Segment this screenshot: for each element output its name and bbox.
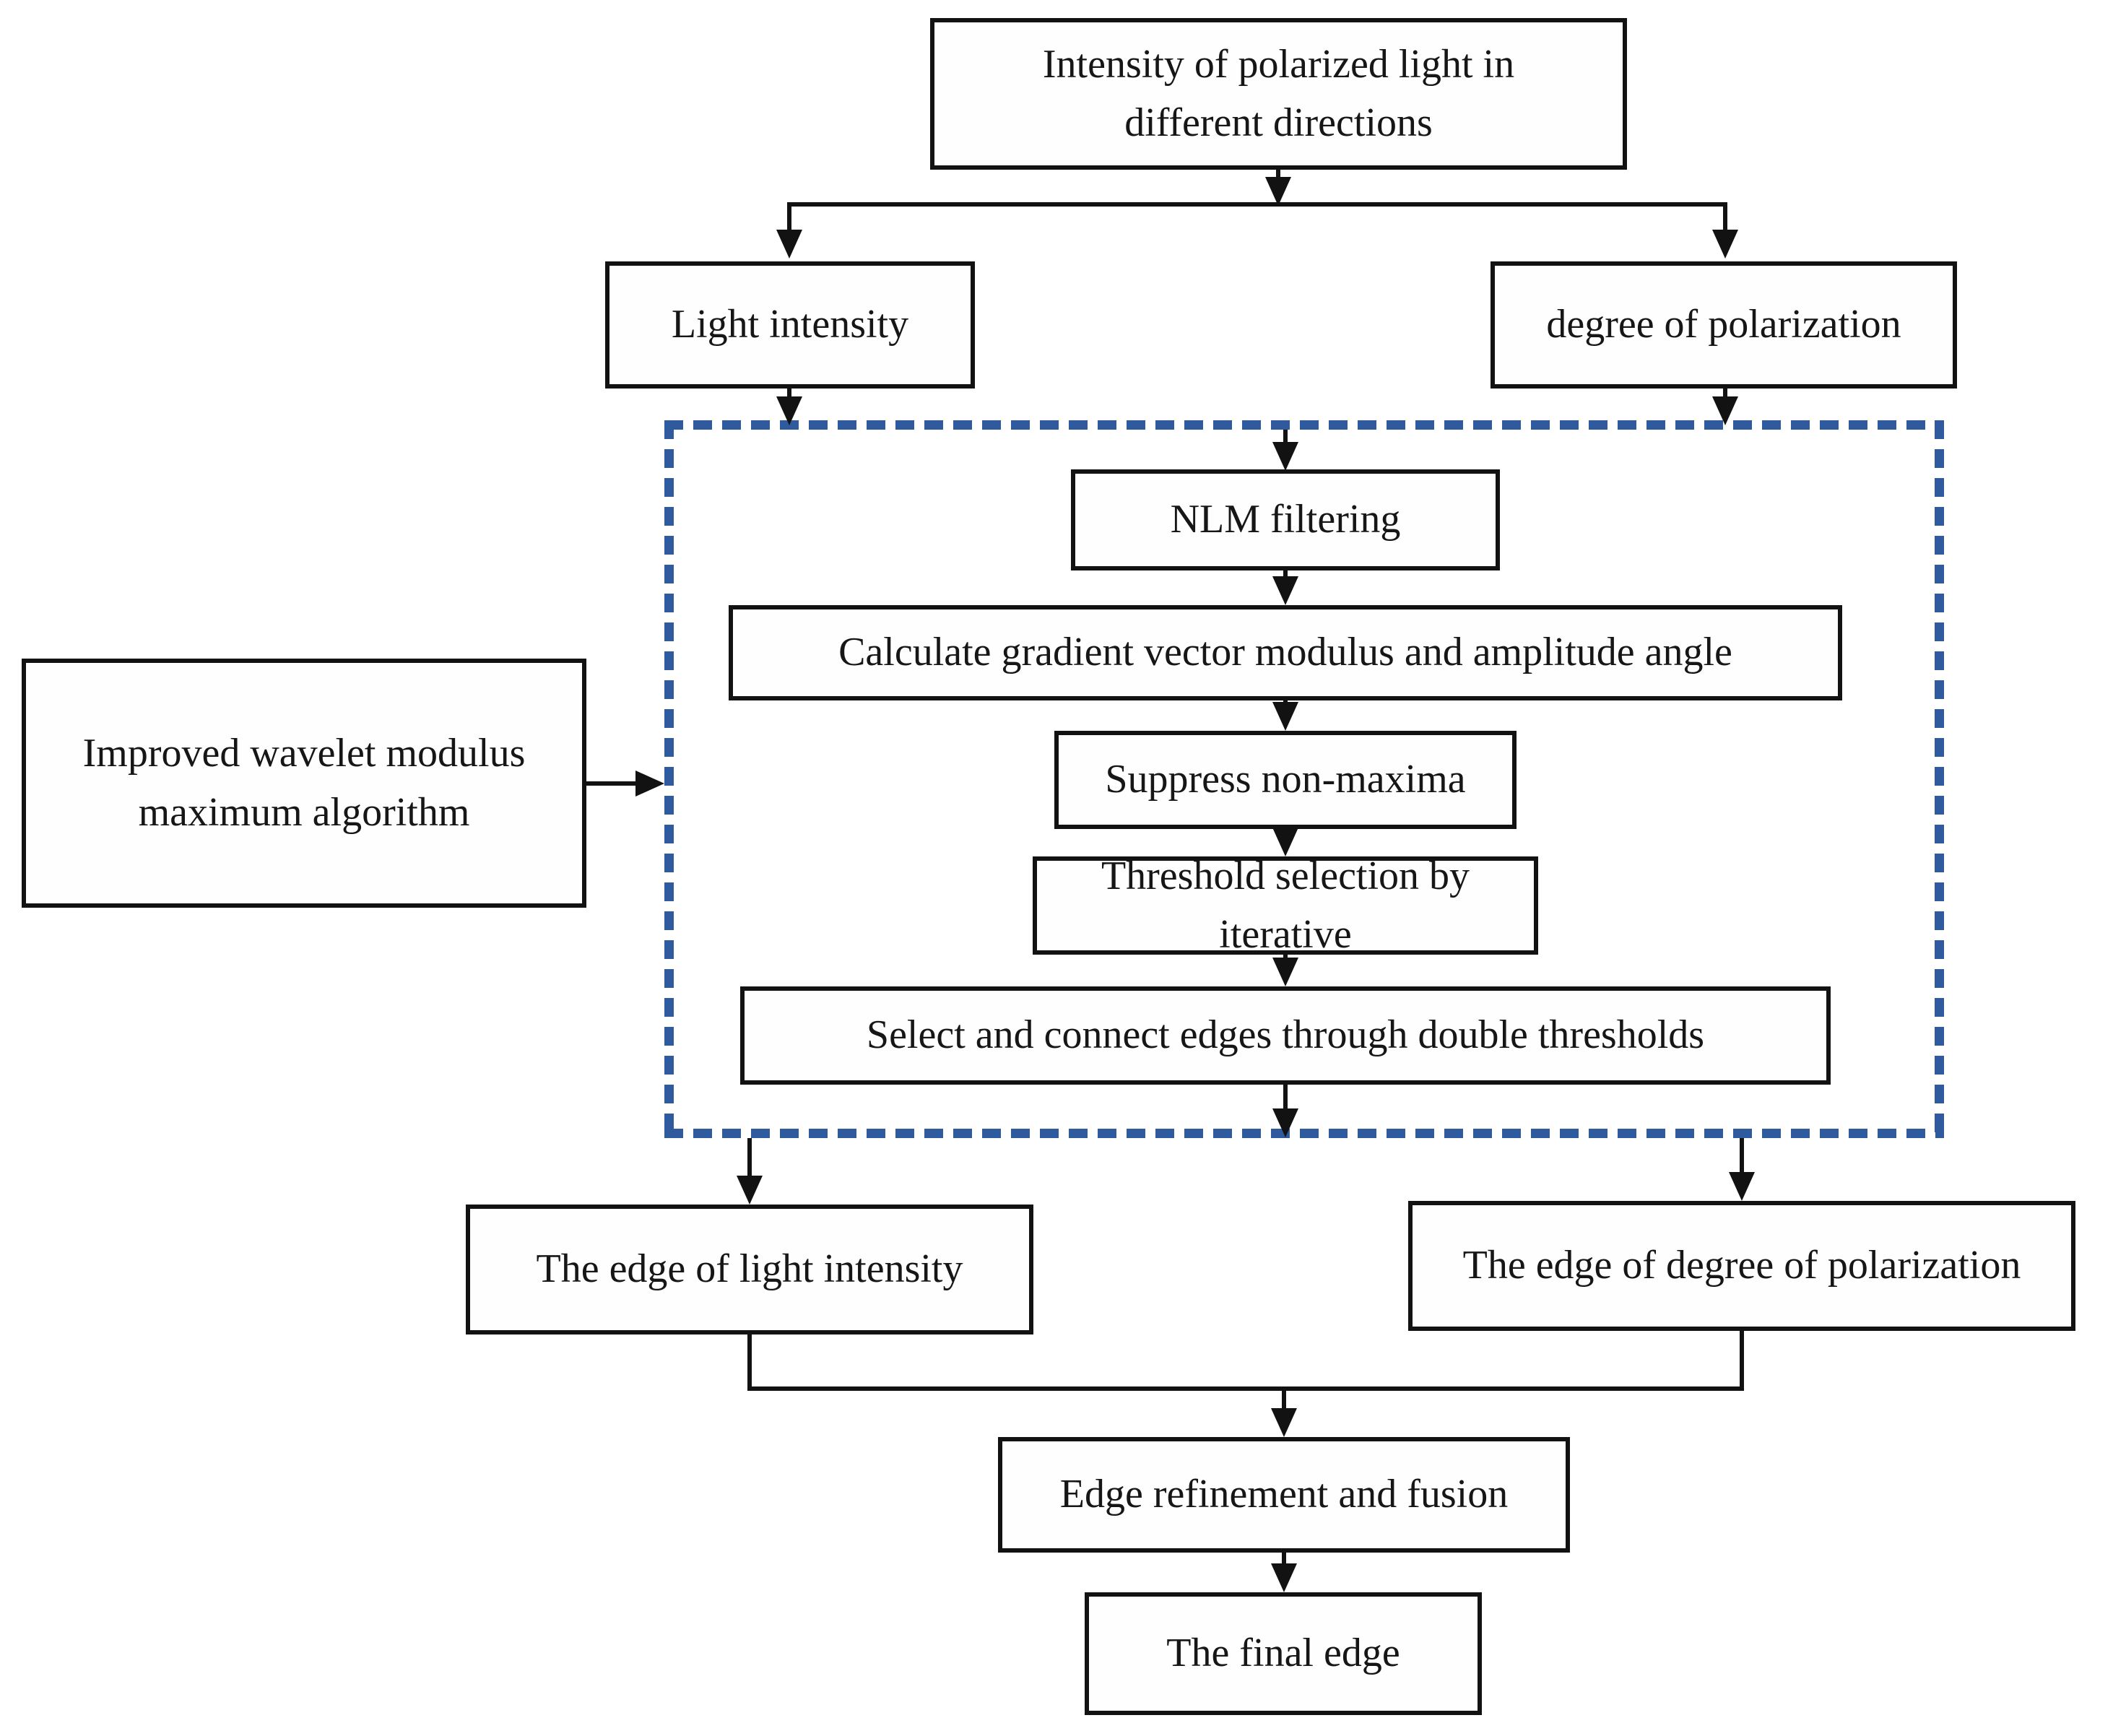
node-threshold-iterative: Threshold selection by iterative bbox=[1033, 854, 1538, 957]
connector-group-to-edge-degree bbox=[1740, 1138, 1744, 1173]
arrow-down-icon bbox=[1265, 177, 1291, 206]
arrow-down-icon bbox=[1272, 442, 1298, 471]
dashed-group-top-edge bbox=[664, 420, 1944, 430]
connector-split-to-degree bbox=[1723, 202, 1727, 233]
arrow-down-icon bbox=[1272, 1108, 1298, 1137]
arrow-down-icon bbox=[1712, 396, 1738, 425]
dashed-group-bottom-edge bbox=[664, 1129, 1944, 1138]
connector-split-to-light bbox=[787, 202, 791, 233]
connector-split-line bbox=[787, 202, 1727, 207]
node-improved-wavelet: Improved wavelet modulus maximum algorit… bbox=[22, 659, 586, 908]
arrow-down-icon bbox=[1271, 1408, 1297, 1437]
node-degree-polarization: degree of polarization bbox=[1491, 261, 1957, 389]
dashed-group-right-edge bbox=[1935, 420, 1944, 1138]
arrow-down-icon bbox=[737, 1176, 763, 1205]
dashed-group-left-edge bbox=[664, 420, 674, 1138]
node-final-edge: The final edge bbox=[1085, 1592, 1482, 1715]
arrow-down-icon bbox=[1272, 702, 1298, 731]
arrow-down-icon bbox=[776, 396, 802, 425]
connector-wavelet-to-group bbox=[586, 781, 638, 786]
connector-degree-to-group bbox=[1723, 389, 1727, 399]
arrow-down-icon bbox=[1729, 1172, 1755, 1201]
connector-refine-to-final bbox=[1282, 1553, 1286, 1566]
node-edge-light-intensity: The edge of light intensity bbox=[466, 1205, 1033, 1334]
node-edge-refinement-fusion: Edge refinement and fusion bbox=[998, 1437, 1570, 1553]
node-calc-gradient: Calculate gradient vector modulus and am… bbox=[729, 605, 1842, 700]
connector-top-to-split bbox=[1276, 170, 1280, 181]
connector-merge-line bbox=[747, 1386, 1744, 1391]
connector-edge-degree-elbow bbox=[1740, 1331, 1744, 1391]
connector-nlm-to-calc bbox=[1283, 570, 1288, 579]
node-light-intensity: Light intensity bbox=[605, 261, 975, 389]
arrow-right-icon bbox=[635, 771, 664, 797]
connector-group-to-nlm bbox=[1283, 430, 1288, 446]
node-edge-degree-polarization: The edge of degree of polarization bbox=[1408, 1201, 2075, 1331]
arrow-down-icon bbox=[776, 230, 802, 259]
node-suppress-nonmaxima: Suppress non-maxima bbox=[1054, 731, 1517, 829]
node-intensity-input: Intensity of polarized light in differen… bbox=[930, 18, 1627, 170]
arrow-down-icon bbox=[1712, 230, 1738, 259]
arrow-down-icon bbox=[1272, 958, 1298, 986]
arrow-down-icon bbox=[1272, 828, 1298, 856]
connector-merge-to-refine bbox=[1282, 1386, 1286, 1410]
connector-light-to-group bbox=[787, 389, 791, 399]
node-nlm-filtering: NLM filtering bbox=[1071, 469, 1500, 570]
connector-edge-light-elbow bbox=[747, 1334, 752, 1391]
arrow-down-icon bbox=[1272, 576, 1298, 605]
connector-group-to-edge-light bbox=[747, 1138, 752, 1177]
node-select-connect-edges: Select and connect edges through double … bbox=[740, 986, 1831, 1085]
arrow-down-icon bbox=[1271, 1563, 1297, 1592]
connector-select-to-group-bottom bbox=[1283, 1085, 1288, 1111]
